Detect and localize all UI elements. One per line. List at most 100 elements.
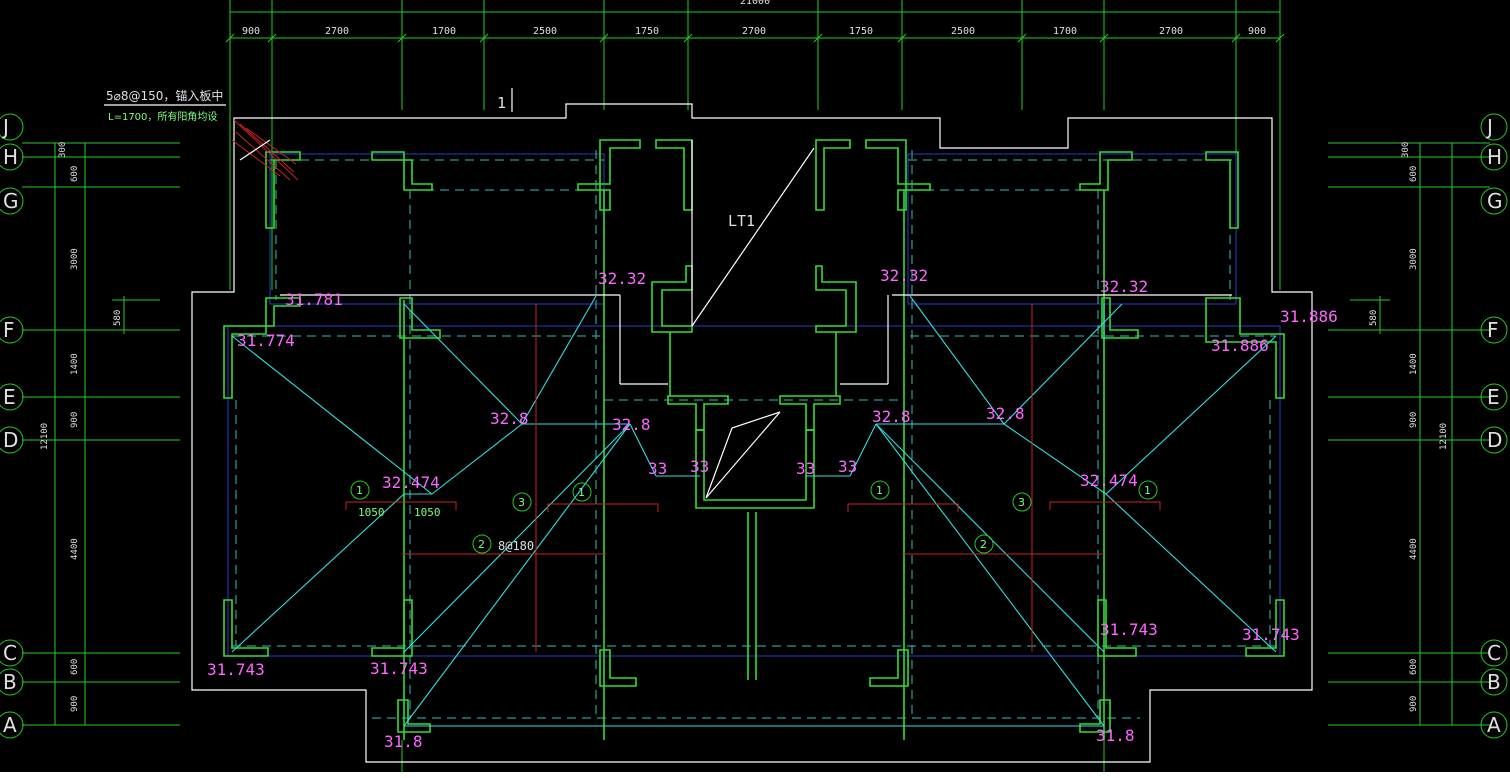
right-small-dim: 580 xyxy=(1369,310,1379,326)
top-total-dim: 21000 xyxy=(740,0,770,7)
right-dim-600b: 600 xyxy=(1409,659,1419,675)
elev-33-c: 33 xyxy=(796,459,815,478)
elev-33-d: 33 xyxy=(838,457,857,476)
axis-right-E: E xyxy=(1487,385,1500,409)
stair-label: LT1 xyxy=(728,212,755,230)
rebar-label: 8@180 xyxy=(498,539,534,553)
elev-31-886: 31.886 xyxy=(1211,336,1269,355)
axis-right-J: J xyxy=(1485,115,1493,139)
left-dim-4400: 4400 xyxy=(70,538,80,560)
top-dim-3: 1700 xyxy=(432,26,456,37)
top-dim-2: 2700 xyxy=(325,26,349,37)
top-dim-1: 900 xyxy=(242,26,260,37)
top-dim-7: 1750 xyxy=(849,26,873,37)
elev-31-886-top: 31.886 xyxy=(1280,307,1338,326)
axis-right-D: D xyxy=(1487,428,1502,452)
rebar-lines: 1050 1050 8@180 xyxy=(231,119,1161,652)
right-dim-1400: 1400 xyxy=(1409,353,1419,375)
elev-31-781: 31.781 xyxy=(285,290,343,309)
callout-1a: 1 xyxy=(356,484,363,497)
top-dim-8: 2500 xyxy=(951,26,975,37)
status-bar xyxy=(0,772,1510,778)
note-line-2: L=1700，所有阳角均设 xyxy=(108,110,217,123)
elev-32-32-left: 32.32 xyxy=(598,269,646,288)
callout-1d: 1 xyxy=(1144,484,1151,497)
note-line-1: 5⌀8@150，锚入板中 xyxy=(106,88,223,103)
right-axis-bubbles: J H G F E D C B A 300 600 3000 1400 900 … xyxy=(1328,113,1508,739)
left-dim-3000: 3000 xyxy=(70,248,80,270)
axis-right-H: H xyxy=(1487,145,1502,169)
right-dim-4400: 4400 xyxy=(1409,538,1419,560)
axis-left-C: C xyxy=(3,641,17,665)
svg-text:1: 1 xyxy=(497,94,506,112)
left-dim-600b: 600 xyxy=(70,659,80,675)
elev-31-743-d: 31.743 xyxy=(1242,625,1300,644)
left-dim-1400: 1400 xyxy=(70,353,80,375)
section-mark: 1 xyxy=(497,88,513,112)
elevation-labels: 32.32 32.32 32.32 31.781 31.774 31.886 3… xyxy=(207,266,1338,751)
axis-right-A: A xyxy=(1487,713,1501,737)
elev-32-474-left: 32.474 xyxy=(382,473,440,492)
elev-31-743-a: 31.743 xyxy=(207,660,265,679)
right-dim-3000: 3000 xyxy=(1409,248,1419,270)
right-total-dim: 12100 xyxy=(1439,423,1449,450)
left-total-dim: 12100 xyxy=(40,423,50,450)
left-dim-300: 300 xyxy=(58,142,68,158)
elev-33-a: 33 xyxy=(648,459,667,478)
white-interior-lines: LT1 xyxy=(280,140,1232,499)
axis-right-B: B xyxy=(1487,670,1501,694)
top-dim-10: 2700 xyxy=(1159,26,1183,37)
callout-3a: 3 xyxy=(518,496,525,509)
left-dim-600: 600 xyxy=(70,166,80,182)
top-dim-9: 1700 xyxy=(1053,26,1077,37)
left-axis-bubbles: J H G F E D C B A 300 600 3000 1400 900 … xyxy=(0,113,180,739)
elev-31-8-right: 31.8 xyxy=(1096,726,1135,745)
axis-left-J: J xyxy=(1,115,9,139)
axis-right-F: F xyxy=(1487,318,1499,342)
left-dim-900b: 900 xyxy=(70,696,80,712)
top-dim-11: 900 xyxy=(1248,26,1266,37)
reinforcement-note: 5⌀8@150，锚入板中 L=1700，所有阳角均设 xyxy=(104,88,226,123)
elev-31-743-b: 31.743 xyxy=(370,659,428,678)
callout-3b: 3 xyxy=(1018,496,1025,509)
axis-left-G: G xyxy=(3,189,19,213)
axis-right-C: C xyxy=(1487,641,1501,665)
top-dim-4: 2500 xyxy=(533,26,557,37)
green-walls xyxy=(223,139,1285,740)
axis-left-H: H xyxy=(3,145,18,169)
callout-2b: 2 xyxy=(980,538,987,551)
top-dim-6: 2700 xyxy=(742,26,766,37)
callout-2a: 2 xyxy=(478,538,485,551)
roof-outline xyxy=(191,103,1313,763)
elev-32-8-d: 32.8 xyxy=(986,404,1025,423)
callout-1c: 1 xyxy=(876,484,883,497)
axis-left-B: B xyxy=(3,670,17,694)
right-dim-900b: 900 xyxy=(1409,696,1419,712)
elev-32-474-right: 32.474 xyxy=(1080,471,1138,490)
elev-31-8-left: 31.8 xyxy=(384,732,423,751)
top-dimension-chain: 21000 900 2700 1700 2500 1750 2700 1750 … xyxy=(225,0,1285,43)
callout-markers: 1 1 1 1 2 2 3 3 xyxy=(350,480,1158,554)
elev-31-774: 31.774 xyxy=(237,331,295,350)
top-dim-5: 1750 xyxy=(635,26,659,37)
elev-31-743-c: 31.743 xyxy=(1100,620,1158,639)
roof-ridge-lines xyxy=(231,295,1277,727)
elev-33-b: 33 xyxy=(690,457,709,476)
dim-1050-a: 1050 xyxy=(358,506,385,519)
right-dim-900a: 900 xyxy=(1409,412,1419,428)
callout-1b: 1 xyxy=(578,486,585,499)
axis-left-E: E xyxy=(3,385,16,409)
axis-left-F: F xyxy=(3,318,15,342)
elev-32-8-c: 32.8 xyxy=(872,407,911,426)
dim-1050-b: 1050 xyxy=(414,506,441,519)
axis-left-A: A xyxy=(3,713,17,737)
axis-left-D: D xyxy=(3,428,18,452)
axis-right-G: G xyxy=(1487,189,1503,213)
left-dim-900a: 900 xyxy=(70,412,80,428)
elev-32-32-right: 32.32 xyxy=(1100,277,1148,296)
left-small-dim: 580 xyxy=(113,310,123,326)
elev-32-8-a: 32.8 xyxy=(490,409,529,428)
elev-32-8-b: 32.8 xyxy=(612,415,651,434)
elev-32-32-mid: 32.32 xyxy=(880,266,928,285)
